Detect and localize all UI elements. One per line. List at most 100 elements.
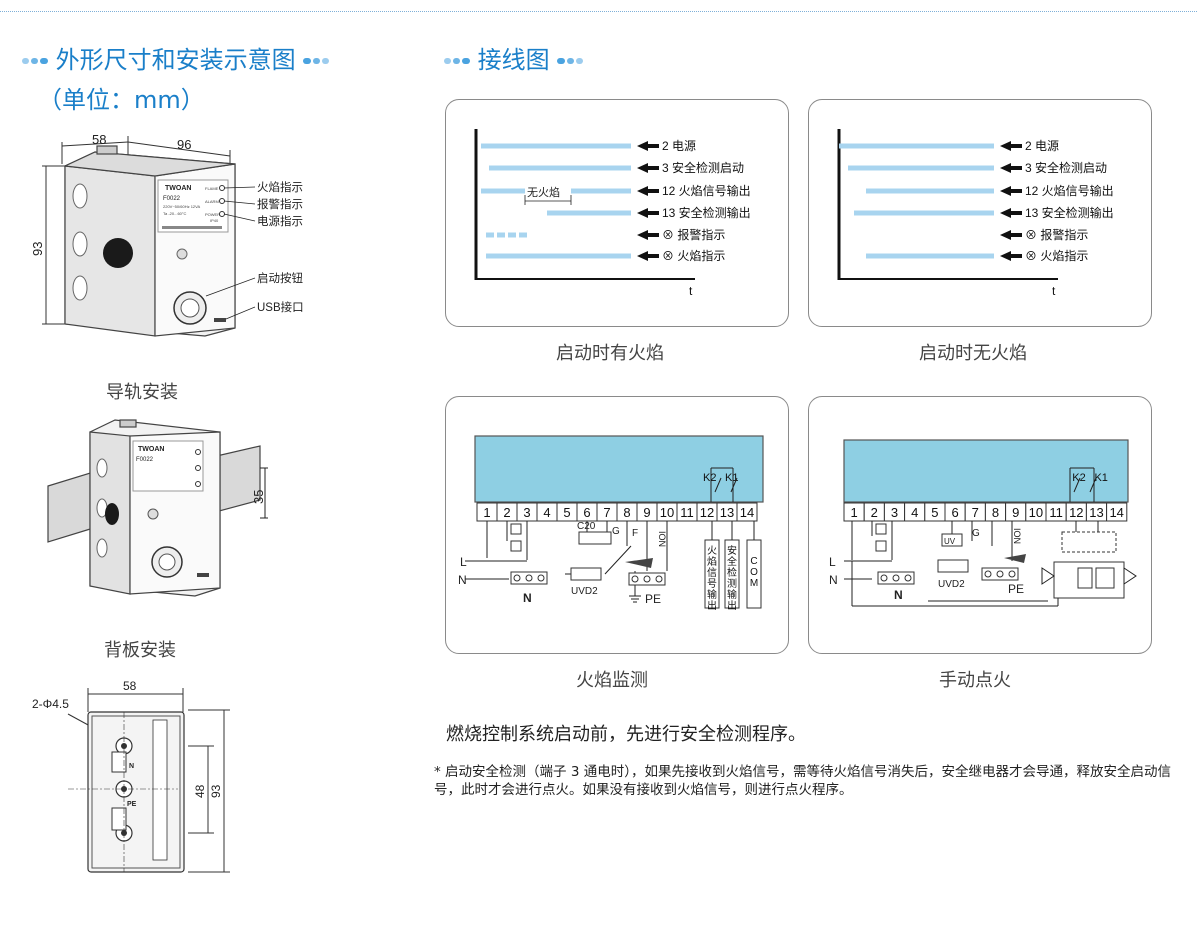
signal-arrow-icon [637, 230, 659, 240]
back-pe-label: PE [127, 801, 137, 808]
com-output-label: M [750, 578, 758, 589]
back-n-label: N [129, 763, 134, 770]
terminal-number: 7 [603, 505, 610, 520]
relay-k2-label: K2 [703, 472, 716, 484]
dim-93-label: 93 [30, 242, 45, 256]
signal-arrow-icon [637, 208, 659, 218]
ign-uvd2-label: UVD2 [938, 579, 965, 590]
model-label: F0022 [163, 196, 181, 202]
signal-label: 2 电源 [1025, 139, 1059, 153]
ign-ion-label: ION [1012, 528, 1022, 544]
signal-arrow-icon [637, 186, 659, 196]
device-dimension-drawing: 58 96 93 TWOAN F0022 220V~50/60Hz 12VA T… [30, 132, 304, 337]
terminal-number: 3 [891, 505, 898, 520]
c20-label: C20 [577, 521, 596, 532]
ignition-rod-icon [1004, 554, 1026, 563]
back-dim-93: 93 [209, 784, 223, 798]
signal-label: ⊗ 火焰指示 [662, 248, 725, 263]
terminal-number: 13 [1089, 505, 1103, 520]
flame-output-label: 焰 [707, 555, 717, 568]
dim-58-label: 58 [92, 132, 106, 147]
bullet-dots-icon [22, 56, 48, 66]
com-output-label: C [750, 556, 757, 567]
terminal-number: 5 [563, 505, 570, 520]
signal-label: ⊗ 报警指示 [1025, 227, 1088, 242]
signal-arrow-icon [1000, 251, 1022, 261]
signal-arrow-icon [1000, 230, 1022, 240]
back-mount-drawing: 58 2-Φ4.5 48 93 N PE [32, 679, 230, 873]
no-flame-label: 无火焰 [527, 185, 560, 199]
terminal-number: 5 [931, 505, 938, 520]
safety-output-label: 输 [727, 588, 737, 601]
n-terminal-label: N [523, 591, 532, 605]
bullet-dots-icon [444, 56, 470, 66]
ign-g-label: G [972, 528, 980, 539]
ign-l-label: L [829, 555, 836, 569]
rail-brand-label: TWOAN [138, 446, 164, 453]
terminal-cell [1106, 502, 1128, 522]
signal-arrow-icon [1000, 208, 1022, 218]
terminal-number: 10 [1029, 505, 1043, 520]
terminal-number: 12 [1069, 505, 1083, 520]
signal-arrow-icon [637, 251, 659, 261]
terminal-number: 14 [740, 505, 754, 520]
signal-label: 13 安全检测输出 [662, 205, 751, 220]
terminal-number: 10 [660, 505, 674, 520]
power-led-icon [219, 211, 225, 217]
bullet-dots-icon [303, 56, 330, 66]
ign-n-label: N [829, 573, 838, 587]
timing-chart-flame: t 无火焰 2 电源 3 安全检测启动 12 火焰信号输出 13 安全检测输出 ⊗ 报警… [474, 129, 751, 298]
signal-label: 13 安全检测输出 [1025, 205, 1114, 220]
l-label: L [460, 555, 467, 569]
signal-arrow-icon [1000, 186, 1022, 196]
terminal-cell [736, 502, 758, 522]
main-note: 燃烧控制系统启动前，先进行安全检测程序。 [446, 724, 806, 745]
alarm-led-icon [219, 198, 225, 204]
ion-label: ION [657, 531, 667, 547]
terminal-number: 11 [1049, 505, 1063, 520]
terminal-number: 2 [503, 505, 510, 520]
detail-note: * 启动安全检测（端子 3 通电时），如果先接收到火焰信号，需等待火焰信号消失后… [434, 764, 1171, 798]
spec-line2: Ta -20...60°C [163, 211, 187, 216]
signal-arrow-icon [1000, 163, 1022, 173]
relay-k2-label: K2 [1072, 472, 1085, 484]
flame-output-label: 火 [707, 545, 717, 557]
terminal-number: 14 [1109, 505, 1123, 520]
signal-label: 12 火焰信号输出 [662, 183, 751, 198]
terminal-number: 4 [543, 505, 550, 520]
terminal-number: 11 [680, 505, 694, 520]
unit-label: （单位：mm） [38, 86, 205, 114]
terminal-number: 1 [483, 505, 490, 520]
terminal-number: 2 [871, 505, 878, 520]
right-title-text: 接线图 [477, 46, 550, 74]
signal-label: 3 安全检测启动 [662, 160, 744, 175]
terminal-number: 12 [700, 505, 714, 520]
signal-label: 2 电源 [662, 139, 696, 153]
rail-model-label: F0022 [136, 457, 154, 463]
terminal-number: 6 [951, 505, 958, 520]
timing-caption-right: 启动时无火焰 [919, 343, 1027, 364]
led-alarm-label: ALARM [205, 199, 219, 204]
rail-dim-label: 35 [251, 490, 266, 504]
uv-label: UV [944, 537, 956, 546]
back-mount-caption: 背板安装 [104, 640, 176, 661]
terminal-number: 9 [643, 505, 650, 520]
timing-caption-left: 启动时有火焰 [556, 343, 664, 364]
rail-mount-drawing: TWOAN F0022 35 [47, 419, 268, 597]
flame-output-label: 出 [707, 599, 717, 612]
callout-usb: USB接口 [257, 301, 304, 314]
safety-output-label: 全 [727, 555, 737, 568]
axis-t-label: t [689, 284, 693, 298]
signal-label: ⊗ 报警指示 [662, 227, 725, 242]
callout-start: 启动按钮 [257, 271, 303, 285]
ip-label: IP40 [210, 218, 219, 223]
terminal-number: 8 [992, 505, 999, 520]
callout-power: 电源指示 [257, 214, 303, 228]
bullet-dots-icon [557, 56, 584, 66]
left-section-title: 外形尺寸和安装示意图 [22, 40, 330, 75]
right-section-title: 接线图 [444, 40, 584, 75]
terminal-number: 7 [972, 505, 979, 520]
